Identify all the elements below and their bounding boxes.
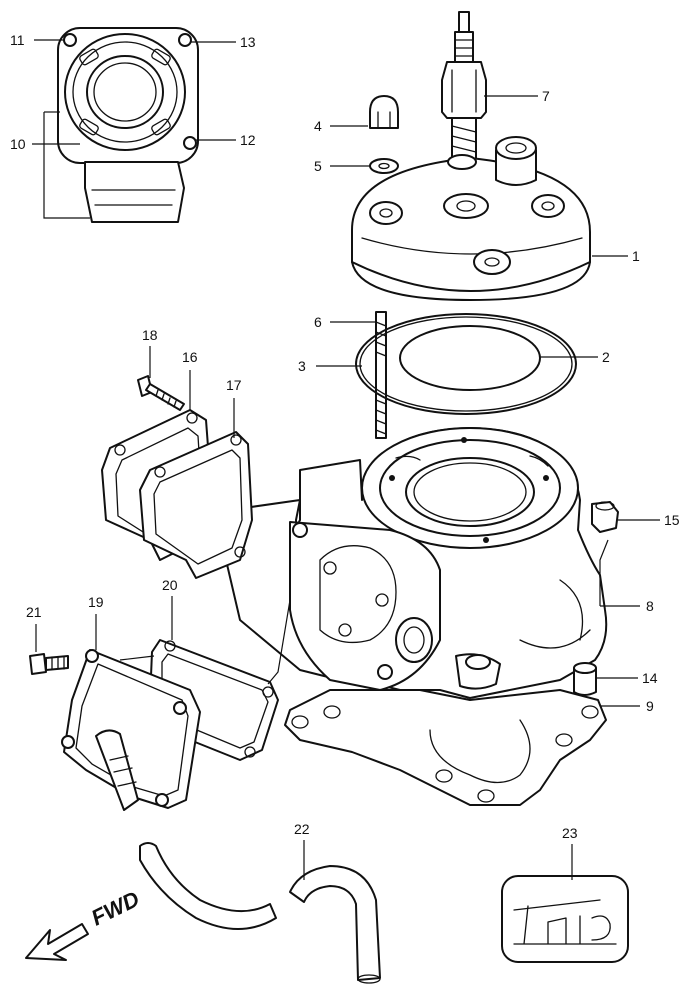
stud-bolt: [375, 311, 387, 439]
callout-8: 8: [646, 598, 654, 614]
callout-23: 23: [562, 825, 578, 841]
callout-12: 12: [240, 132, 256, 148]
callout-3: 3: [298, 358, 306, 374]
base-gasket: [284, 689, 607, 806]
callout-10: 10: [10, 136, 26, 152]
callout-15: 15: [664, 512, 680, 528]
callout-2: 2: [602, 349, 610, 365]
callout-1: 1: [632, 248, 640, 264]
cylinder: [225, 427, 608, 699]
inset-cylinder-gasket: [43, 27, 199, 223]
callout-18: 18: [142, 327, 158, 343]
cylinder-head: [351, 136, 591, 301]
callout-17: 17: [226, 377, 242, 393]
forward-label: FWD: [87, 886, 143, 930]
spark-plug: [441, 11, 487, 161]
callout-21: 21: [26, 604, 42, 620]
callout-22: 22: [294, 821, 310, 837]
o-ring-large: [355, 313, 577, 415]
callout-16: 16: [182, 349, 198, 365]
callout-labels: 1 2 3 4 5 6 7 8 9 10 11 12 13 14 15 16 1…: [10, 32, 680, 841]
callout-13: 13: [240, 34, 256, 50]
screw-21: [29, 653, 69, 675]
screw-18: [137, 375, 185, 411]
callout-4: 4: [314, 118, 322, 134]
o-ring-small: [399, 325, 541, 391]
leader-lines: [32, 39, 660, 880]
cap-nut: [369, 95, 399, 129]
callout-7: 7: [542, 88, 550, 104]
callout-11: 11: [10, 32, 25, 48]
forward-direction-arrow: FWD: [25, 886, 143, 961]
callout-9: 9: [646, 698, 654, 714]
gasket-17: [139, 431, 253, 579]
callout-19: 19: [88, 594, 104, 610]
flange-bolt: [591, 501, 619, 533]
callout-5: 5: [314, 158, 322, 174]
dowel-pin: [573, 662, 597, 696]
reed-valve-cover: [61, 649, 201, 811]
callout-6: 6: [314, 314, 322, 330]
callout-20: 20: [162, 577, 178, 593]
washer: [369, 158, 399, 174]
breather-hose: [139, 842, 381, 984]
caution-label: [501, 875, 629, 963]
callout-14: 14: [642, 670, 658, 686]
